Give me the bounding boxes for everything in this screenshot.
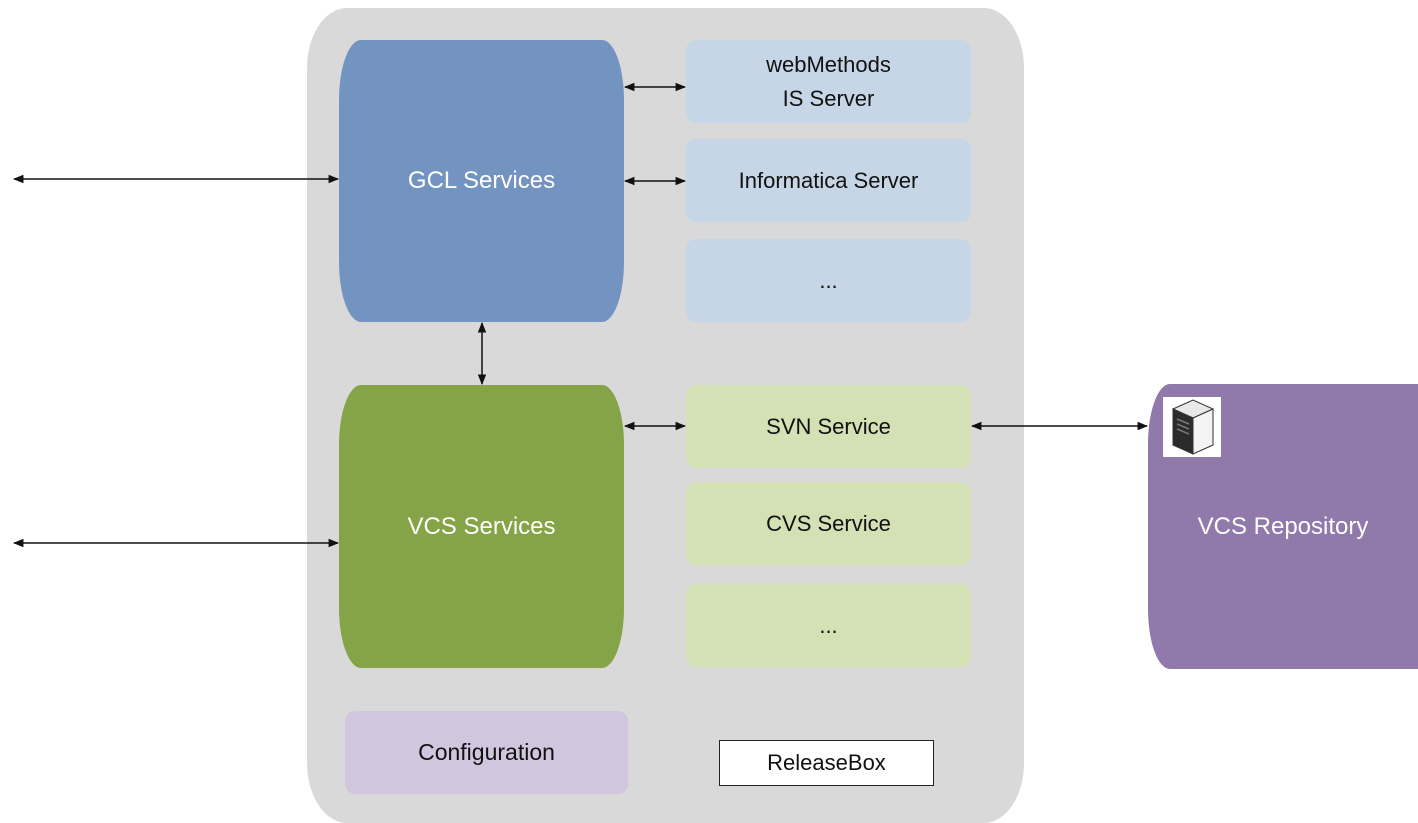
vcs-more-box: ...	[686, 584, 971, 667]
webmethods-server-line1: webMethods	[766, 51, 891, 77]
configuration-box: Configuration	[345, 711, 628, 794]
svn-service-box: SVN Service	[686, 385, 971, 468]
gcl-services-label: GCL Services	[407, 167, 556, 194]
gcl-more-label: ...	[819, 267, 838, 293]
svn-service-label: SVN Service	[766, 413, 891, 439]
cvs-service-label: CVS Service	[766, 510, 891, 536]
gcl-more-box: ...	[686, 239, 971, 322]
releasebox-label-text: ReleaseBox	[767, 750, 886, 775]
vcs-repository-label: VCS Repository	[1197, 512, 1369, 540]
vcs-services-label: VCS Services	[407, 512, 556, 540]
informatica-server-label: Informatica Server	[738, 167, 919, 193]
vcs-more-label: ...	[819, 612, 838, 638]
configuration-label: Configuration	[418, 739, 555, 765]
webmethods-server-box: webMethods IS Server	[686, 40, 971, 123]
webmethods-server-line2: IS Server	[782, 85, 875, 111]
informatica-server-box: Informatica Server	[686, 139, 971, 222]
gcl-services-block: GCL Services	[339, 40, 624, 322]
vcs-services-block: VCS Services	[339, 385, 624, 668]
server-icon	[1163, 397, 1221, 457]
releasebox-label: ReleaseBox	[719, 740, 934, 786]
cvs-service-box: CVS Service	[686, 482, 971, 565]
